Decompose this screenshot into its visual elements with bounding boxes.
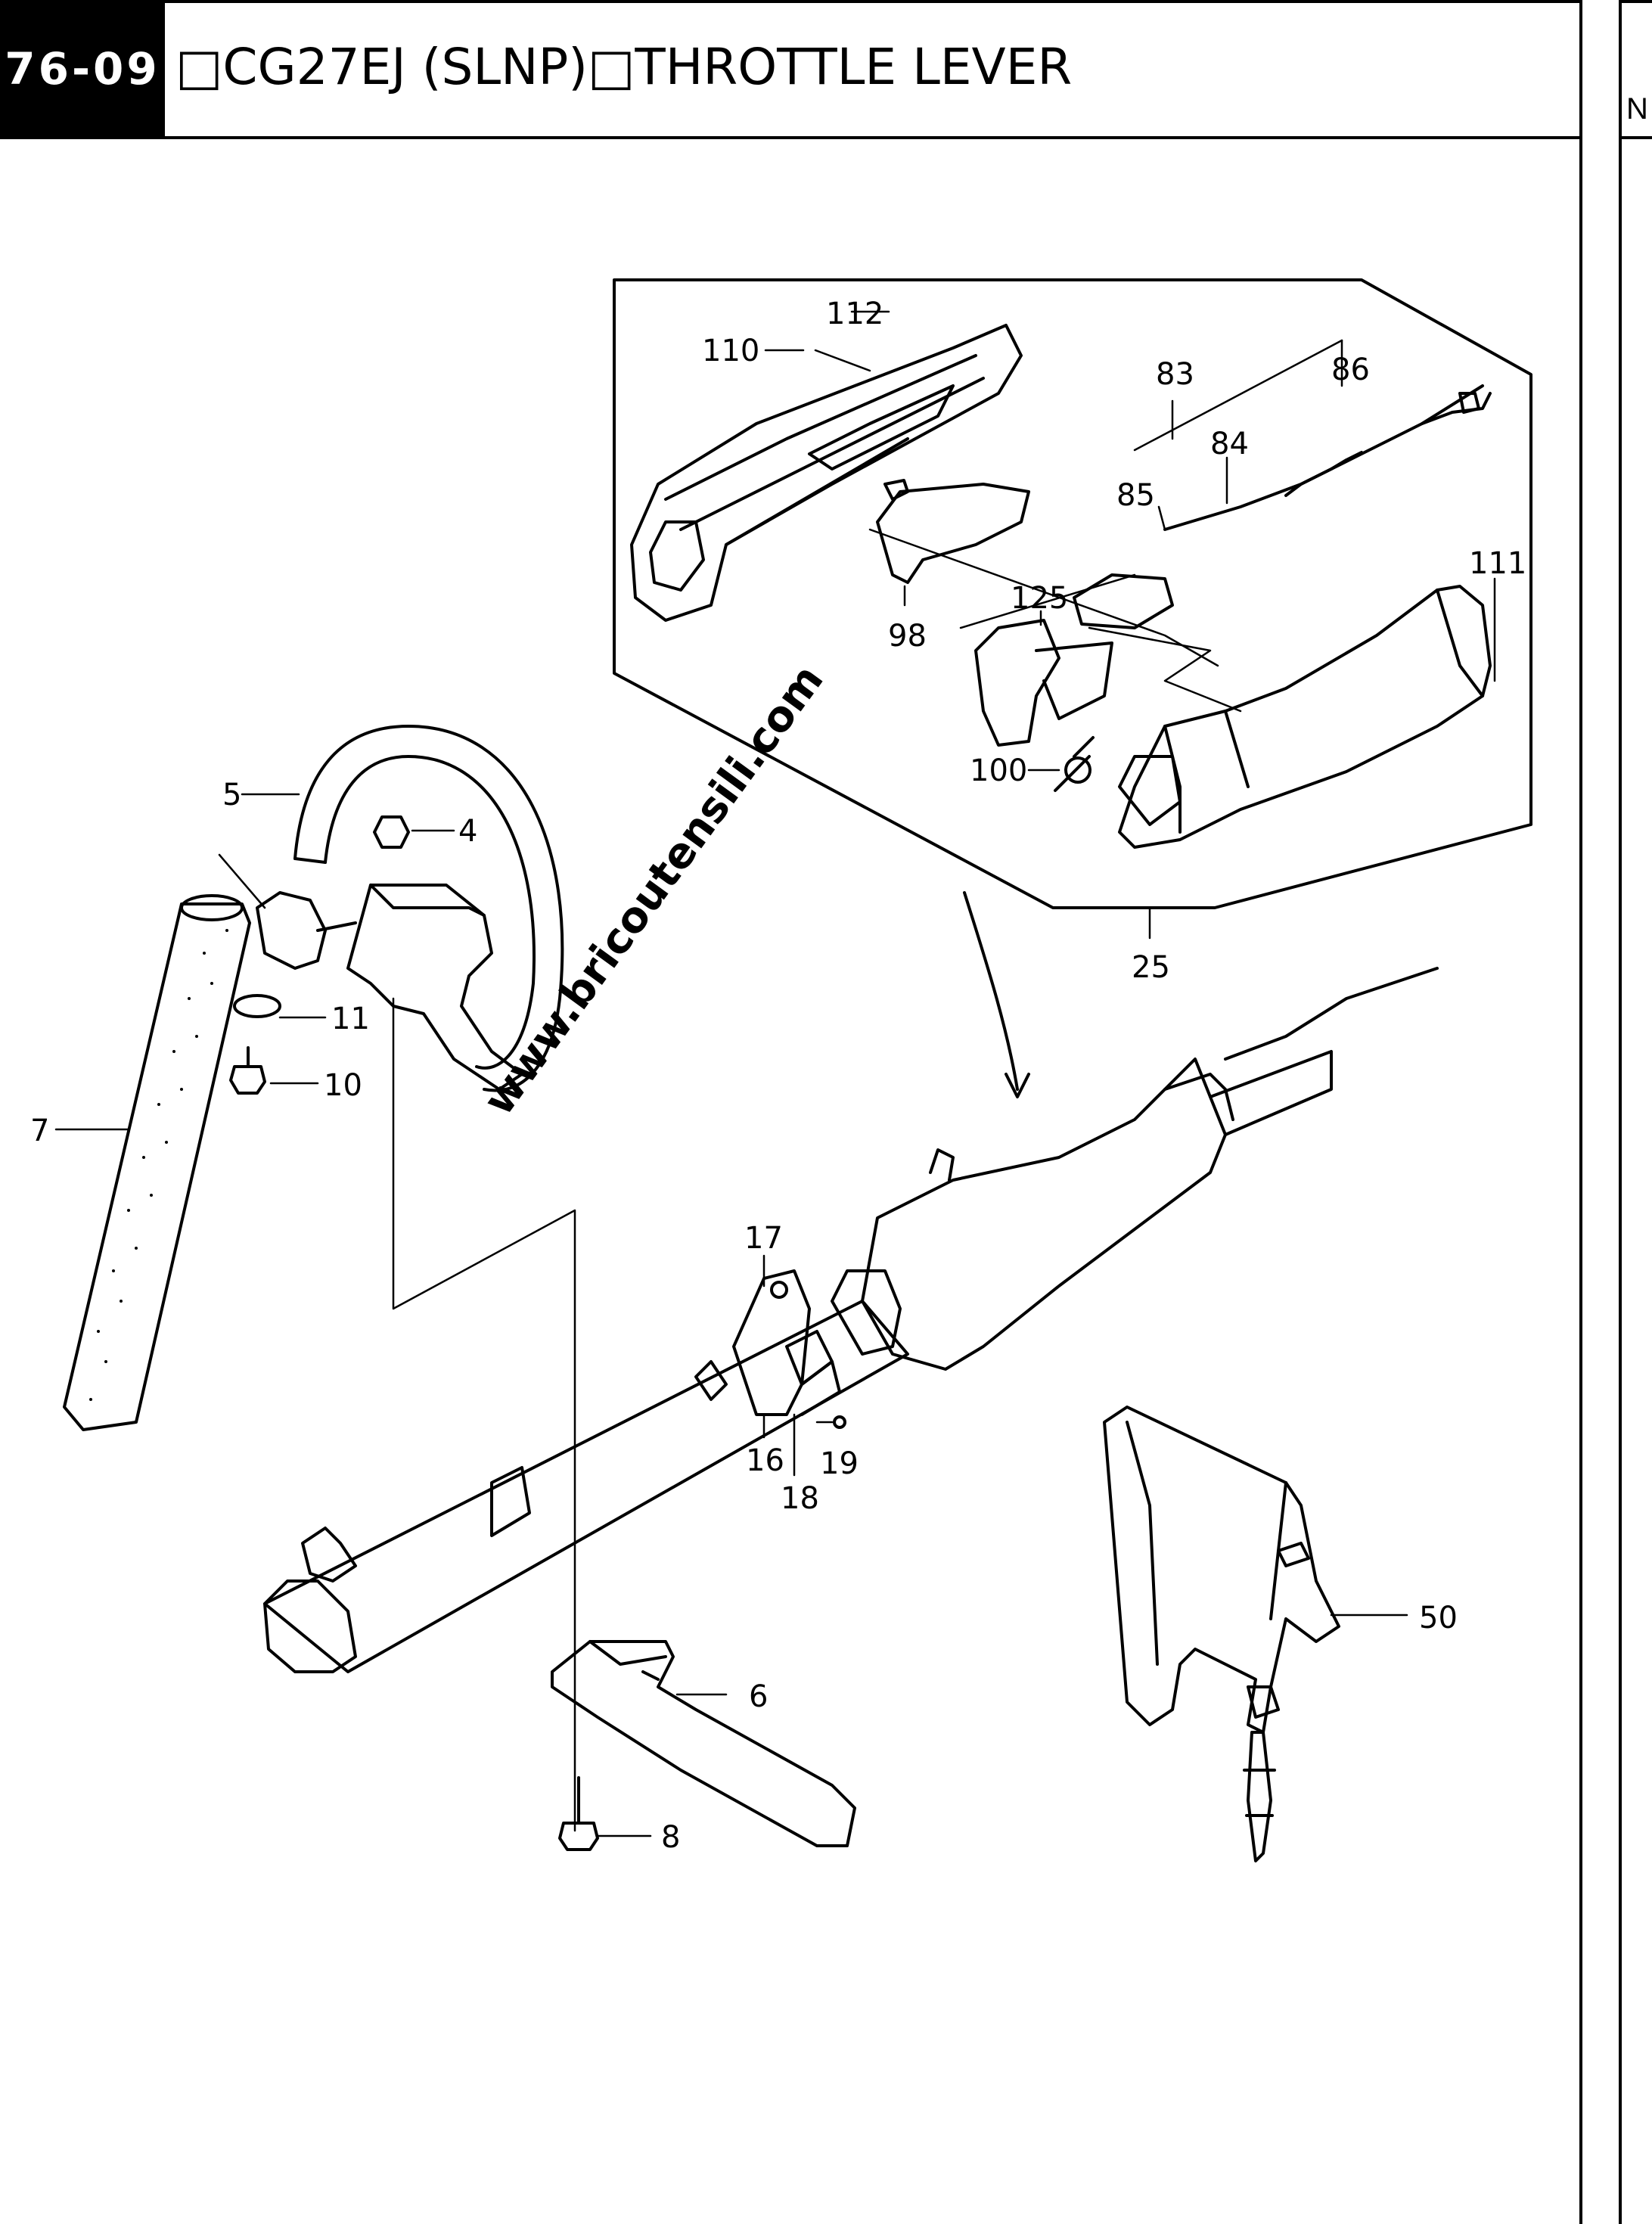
callout-125: 125 xyxy=(1011,581,1068,616)
main-leader-lines xyxy=(54,793,1408,1837)
callout-19: 19 xyxy=(820,1446,859,1481)
callout-83: 83 xyxy=(1156,357,1194,392)
throttle-assembly-group-box xyxy=(613,278,1532,909)
throttle-housing-lower-half xyxy=(1118,585,1492,849)
callout-25: 25 xyxy=(1132,950,1170,985)
callout-18: 18 xyxy=(781,1481,819,1516)
callout-10: 10 xyxy=(324,1068,362,1103)
callout-111: 111 xyxy=(1469,546,1526,581)
stop-switch-block xyxy=(1073,573,1174,629)
adjacent-page-fragment: N xyxy=(1626,92,1648,126)
callout-6: 6 xyxy=(749,1679,768,1714)
callout-4: 4 xyxy=(458,814,477,849)
callout-11: 11 xyxy=(331,1002,370,1036)
throttle-trigger-part xyxy=(876,479,1030,584)
adjacent-page-frame xyxy=(1619,0,1652,2224)
spring-part xyxy=(1054,736,1095,792)
callout-16: 16 xyxy=(746,1443,784,1478)
callout-17: 17 xyxy=(744,1221,783,1256)
callout-110: 110 xyxy=(702,334,759,368)
callout-7: 7 xyxy=(30,1114,49,1148)
page-code-box: 76-09 xyxy=(0,0,165,138)
shaft-hanger-clamp xyxy=(732,1269,846,1429)
assembled-throttle-housing xyxy=(831,967,1439,1371)
grip-sleeve xyxy=(63,894,251,1431)
assembly-arrow xyxy=(963,891,1030,1098)
callout-100: 100 xyxy=(970,753,1027,788)
callout-50: 50 xyxy=(1419,1601,1458,1635)
lower-support-bracket xyxy=(551,1640,856,1847)
shoulder-harness xyxy=(1103,1406,1340,1862)
bracket-bolt xyxy=(558,1776,599,1851)
assembly-leader-lines xyxy=(764,310,1496,940)
callout-112: 112 xyxy=(826,297,883,331)
throttle-housing-upper-half xyxy=(630,324,1023,622)
page-code: 76-09 xyxy=(5,43,160,95)
callout-98: 98 xyxy=(888,619,927,654)
page-title: □CG27EJ (SLNP)□THROTTLE LEVER xyxy=(175,38,1073,96)
throttle-cable-and-wire xyxy=(1163,384,1492,531)
front-handle-loop xyxy=(293,725,564,1092)
handle-clamp-bracket xyxy=(256,815,523,1091)
callout-5: 5 xyxy=(222,778,241,812)
grip-texture-dots xyxy=(89,929,228,1401)
callout-8: 8 xyxy=(661,1820,680,1855)
header-divider xyxy=(0,136,1582,139)
callout-85: 85 xyxy=(1116,478,1155,513)
callout-84: 84 xyxy=(1210,427,1249,461)
adjacent-header-divider xyxy=(1619,136,1652,139)
main-frame xyxy=(0,0,1582,2224)
callout-86: 86 xyxy=(1331,353,1370,387)
lock-lever-part xyxy=(974,619,1113,747)
washer-and-bolt xyxy=(229,994,281,1095)
